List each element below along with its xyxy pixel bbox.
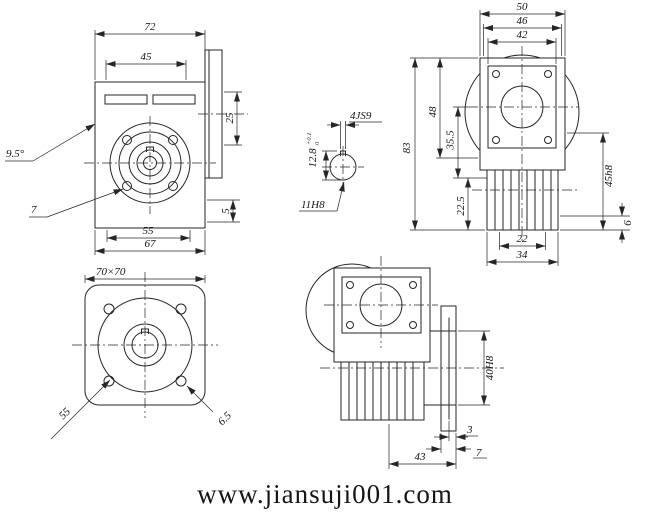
dim-4js9: 4JS9 [350, 110, 372, 122]
keyway-slot [340, 150, 346, 157]
dim-lines [5, 30, 242, 255]
dim-angle: 9.5° [6, 148, 25, 160]
dim-lines [50, 275, 214, 440]
shaft-bore-section-view: 4JS9 12.8 +0.1 0 11H8 [299, 110, 382, 212]
square-flange-outline [84, 284, 206, 406]
tolerance-lower: 0 [314, 141, 321, 145]
dim-25: 25 [224, 112, 236, 124]
dim-83: 83 [401, 142, 413, 154]
dim-55: 55 [143, 225, 155, 237]
dim-11h8: 11H8 [301, 199, 325, 211]
watermark: www.jiansuji001.com [197, 479, 453, 509]
output-bore-circles [109, 122, 191, 204]
dim-70x70: 70×70 [96, 266, 126, 278]
dim-7: 7 [476, 447, 482, 459]
output-bore-lines [423, 330, 457, 406]
tolerance-upper: +0.1 [306, 132, 313, 145]
dim-6-5: 6.5 [216, 409, 235, 428]
fin-block [486, 169, 559, 231]
dim-46: 46 [517, 15, 529, 27]
svg-text:12.8: 12.8 [307, 148, 319, 168]
dim-72: 72 [145, 21, 157, 33]
rear-view: 50 46 42 83 48 35.5 22.5 45h8 6 22 34 [401, 1, 634, 266]
dim-lines [299, 121, 382, 212]
front-view: 72 45 25 5 55 67 9.5° 7 [5, 21, 248, 255]
dim-67: 67 [145, 238, 157, 250]
dim-6: 6 [622, 220, 634, 226]
input-flange-plate [204, 49, 223, 179]
dim-7-ref: 7 [31, 204, 37, 216]
vent-slot [104, 94, 148, 105]
dim-34: 34 [516, 249, 529, 261]
dim-42: 42 [517, 29, 529, 41]
flange-face-view: 70×70 55 6.5 [50, 266, 235, 440]
cooling-fins [348, 361, 414, 421]
dim-43: 43 [415, 451, 427, 463]
dim-35-5: 35.5 [445, 130, 457, 151]
dim-12-8: 12.8 +0.1 0 [306, 132, 321, 167]
dim-3: 3 [466, 424, 473, 436]
dim-lines [388, 330, 490, 469]
output-flange-side-view: 40H8 43 7 3 [305, 256, 504, 469]
dim-22-5: 22.5 [455, 196, 467, 216]
vent-slot [152, 94, 196, 105]
bore-circle [329, 153, 357, 181]
dim-45h8: 45h8 [603, 165, 615, 188]
output-flange-plate [440, 305, 457, 432]
dim-5: 5 [220, 208, 232, 214]
dim-40h8: 40H8 [484, 355, 496, 380]
dim-22: 22 [517, 233, 529, 245]
dim-45: 45 [141, 51, 153, 63]
dim-48: 48 [427, 106, 439, 118]
fin-block [340, 361, 425, 421]
corner-screws [346, 281, 417, 329]
dim-50: 50 [517, 1, 529, 13]
flange-circles [97, 297, 193, 393]
corner-screws [492, 70, 552, 144]
cooling-fins [494, 169, 552, 231]
dim-lines [410, 10, 630, 266]
cover-screws [122, 135, 178, 191]
